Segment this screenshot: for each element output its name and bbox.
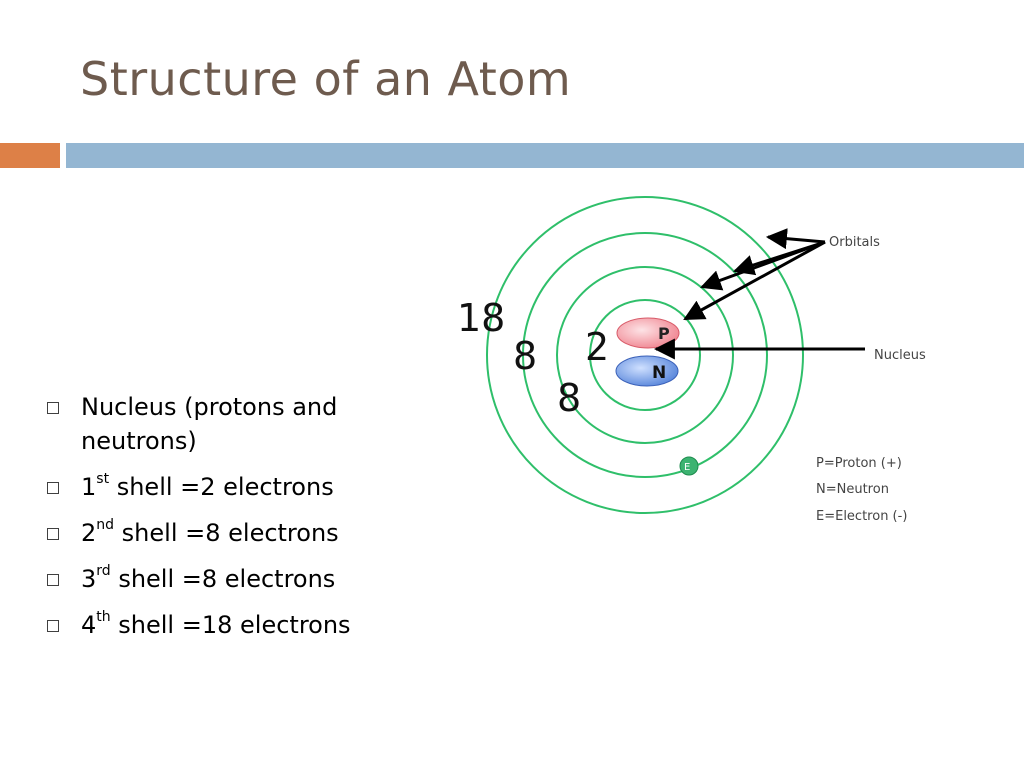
legend-electron: E=Electron (-) — [816, 509, 907, 524]
bullet-item: Nucleus (protons and neutrons) — [44, 390, 444, 458]
accent-bar-orange — [0, 143, 60, 168]
bullet-item: 4th shell =18 electrons — [44, 608, 444, 642]
bullet-ordinal: st — [96, 471, 110, 487]
nucleus-label: Nucleus — [874, 348, 926, 363]
orbit-ring-2 — [556, 266, 734, 444]
square-bullet-icon — [47, 482, 59, 494]
bullet-number: 1 — [81, 473, 97, 501]
atom-diagram: P N E 2 8 8 18 Orbitals Nucleus P=Proton… — [457, 196, 926, 524]
neutron-shape — [615, 355, 679, 387]
neutron-label: N — [652, 363, 666, 383]
electron-dot — [679, 456, 699, 476]
legend-neutron: N=Neutron — [816, 482, 889, 497]
shell-count-1: 2 — [585, 325, 609, 369]
proton-label: P — [658, 324, 670, 343]
square-bullet-icon — [47, 620, 59, 632]
orbit-ring-4 — [486, 196, 804, 514]
shell-count-3: 8 — [557, 376, 581, 420]
bullet-item: 2nd shell =8 electrons — [44, 516, 444, 550]
slide-title: Structure of an Atom — [80, 52, 572, 106]
accent-bar-blue — [66, 143, 1024, 168]
bullet-text: shell =8 electrons — [110, 565, 336, 593]
bullet-text: shell =18 electrons — [110, 611, 351, 639]
electron-label: E — [684, 462, 690, 473]
bullet-ordinal: th — [96, 609, 111, 625]
bullet-number: 4 — [81, 611, 97, 639]
orbit-ring-1 — [589, 299, 701, 411]
orbitals-label: Orbitals — [829, 235, 880, 250]
bullet-text: Nucleus (protons and neutrons) — [81, 393, 338, 455]
bullet-text: shell =2 electrons — [109, 473, 334, 501]
bullet-item: 1st shell =2 electrons — [44, 470, 444, 504]
bullet-ordinal: nd — [96, 517, 115, 533]
orbit-ring-3 — [522, 232, 768, 478]
bullet-item: 3rd shell =8 electrons — [44, 562, 444, 596]
bullet-text: shell =8 electrons — [114, 519, 339, 547]
bullet-number: 3 — [81, 565, 97, 593]
bullet-list: Nucleus (protons and neutrons) 1st shell… — [44, 390, 444, 654]
legend-proton: P=Proton (+) — [816, 456, 902, 471]
square-bullet-icon — [47, 402, 59, 414]
bullet-number: 2 — [81, 519, 97, 547]
shell-count-4: 18 — [457, 296, 505, 340]
orbitals-arrow — [765, 228, 826, 250]
orbitals-arrow — [700, 240, 826, 291]
bullet-ordinal: rd — [96, 563, 111, 579]
orbitals-arrow — [683, 240, 826, 321]
square-bullet-icon — [47, 528, 59, 540]
square-bullet-icon — [47, 574, 59, 586]
shell-count-2: 8 — [513, 334, 537, 378]
